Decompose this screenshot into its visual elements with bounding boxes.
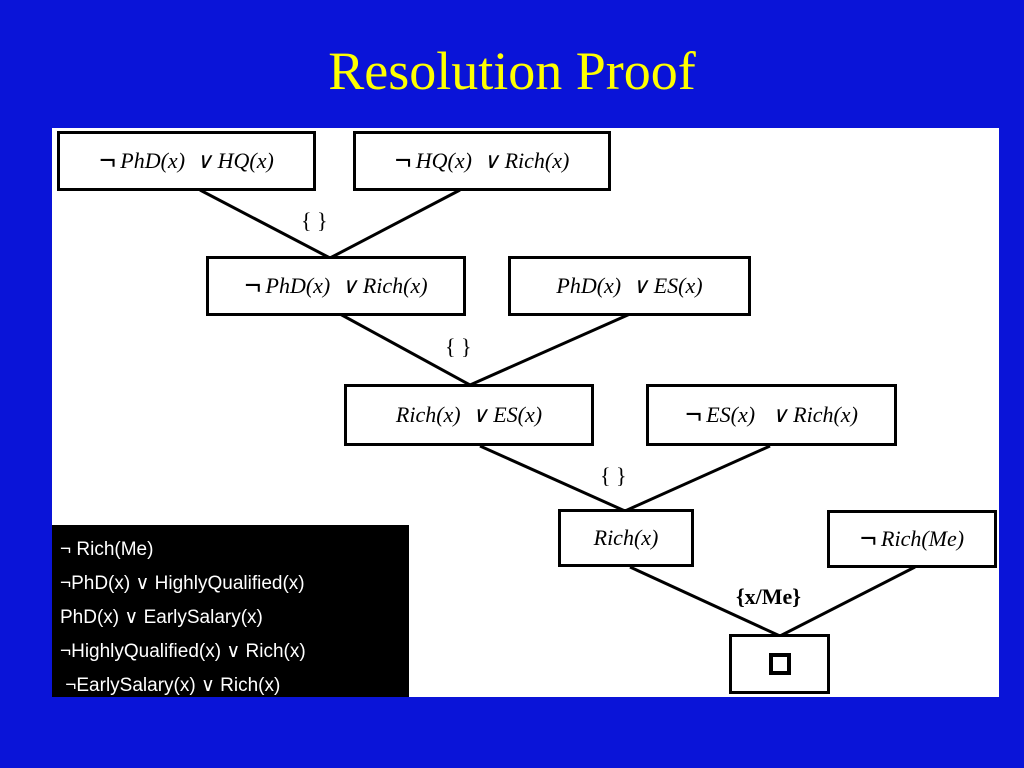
- edge-c6-c7: [624, 444, 771, 513]
- empty-clause-square-icon: [768, 653, 791, 675]
- negation-symbol: ¬: [859, 522, 878, 555]
- edge-c4-c5: [469, 312, 631, 387]
- clause-text: ES(x) ∨ Rich(x): [706, 402, 858, 427]
- negation-symbol: ¬: [685, 398, 703, 431]
- clause-text: Rich(x) ∨ ES(x): [395, 402, 543, 427]
- clause-box-c3: ¬PhD(x) ∨ Rich(x): [206, 256, 466, 316]
- kb-clause: PhD(x) ∨ EarlySalary(x): [60, 607, 263, 628]
- substitution-label: {x/Me}: [736, 584, 801, 609]
- negation-symbol: ¬: [99, 144, 117, 177]
- clause-box-c5: Rich(x) ∨ ES(x): [344, 384, 594, 446]
- edge-c8-c9: [779, 565, 916, 638]
- edge-c3-c5: [339, 312, 471, 387]
- kb-clause: ¬EarlySalary(x) ∨ Rich(x): [60, 675, 281, 696]
- negation-symbol: ¬: [244, 269, 262, 302]
- negation-symbol: ¬: [394, 144, 412, 177]
- substitution-label: { }: [600, 463, 627, 488]
- kb-clause: ¬PhD(x) ∨ HighlyQualified(x): [60, 573, 305, 594]
- knowledge-base-box: ¬ Rich(Me) ¬PhD(x) ∨ HighlyQualified(x) …: [52, 525, 409, 697]
- kb-clause: ¬HighlyQualified(x) ∨ Rich(x): [60, 641, 306, 662]
- clause-box-c8: ¬Rich(Me): [827, 510, 997, 568]
- clause-box-c1: ¬PhD(x) ∨ HQ(x): [57, 131, 316, 191]
- edge-c1-c3: [199, 188, 331, 260]
- kb-clause: ¬ Rich(Me): [60, 539, 154, 560]
- clause-box-c4: PhD(x) ∨ ES(x): [508, 256, 751, 316]
- slide-title: Resolution Proof: [328, 41, 696, 101]
- clause-text: PhD(x) ∨ Rich(x): [265, 273, 428, 298]
- clause-text: PhD(x) ∨ ES(x): [556, 273, 703, 298]
- clause-box-c2: ¬HQ(x) ∨ Rich(x): [353, 131, 611, 191]
- clause-text: HQ(x) ∨ Rich(x): [415, 148, 570, 173]
- clause-box-c7: Rich(x): [558, 509, 694, 567]
- clause-text: PhD(x) ∨ HQ(x): [120, 148, 274, 173]
- edge-c2-c3: [329, 188, 461, 260]
- substitution-label: { }: [301, 208, 328, 233]
- clause-text: Rich(Me): [881, 526, 965, 551]
- clause-box-c6: ¬ES(x) ∨ Rich(x): [646, 384, 897, 446]
- edge-c7-c9: [629, 565, 781, 638]
- substitution-label: { }: [445, 334, 472, 359]
- clause-text: Rich(x): [593, 525, 659, 550]
- edge-c5-c7: [479, 444, 626, 513]
- empty-clause-box: [729, 634, 830, 694]
